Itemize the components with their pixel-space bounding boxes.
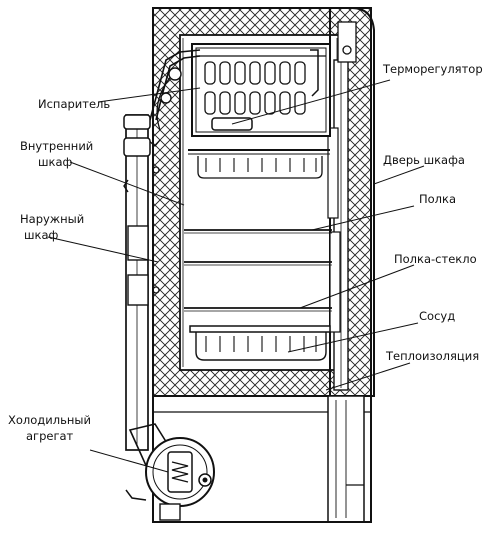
- shelf-middle: [184, 261, 332, 266]
- label-inner-cabinet-line2: шкаф: [38, 155, 73, 169]
- label-thermostat: Терморегулятор: [382, 62, 483, 76]
- leader-shelf: [311, 205, 415, 231]
- leader-cabinet-door: [373, 165, 425, 185]
- label-cooling-unit-line2: агрегат: [26, 429, 74, 443]
- vessel-crisper: [189, 325, 331, 361]
- leader-outer-cabinet: [47, 236, 159, 263]
- leader-cooling-unit: [89, 449, 169, 473]
- label-cabinet-door: Дверь шкафа: [383, 153, 465, 167]
- label-glass-shelf: Полка-стекло: [394, 252, 477, 266]
- cooling-unit: [125, 423, 215, 521]
- label-evaporator: Испаритель: [38, 97, 110, 111]
- label-shelf: Полка: [419, 192, 456, 206]
- leader-vessel: [287, 322, 419, 353]
- leader-evaporator: [97, 87, 201, 103]
- cooling-unit-tubes: [123, 114, 160, 451]
- leader-glass-shelf: [299, 264, 415, 309]
- leader-inner-cabinet: [69, 161, 185, 206]
- label-outer-cabinet-line2: шкаф: [24, 228, 59, 242]
- leader-thermostat: [231, 79, 391, 125]
- leader-lines: [47, 79, 425, 473]
- evaporator: [191, 43, 331, 137]
- label-insulation: Теплоизоляция: [385, 349, 479, 363]
- label-outer-cabinet-line1: Наружный: [20, 212, 84, 226]
- leader-insulation: [325, 362, 411, 391]
- label-vessel: Сосуд: [419, 309, 455, 323]
- labels: Испаритель Внутренний шкаф Наружный шкаф…: [8, 62, 483, 443]
- label-cooling-unit-line1: Холодильный: [8, 413, 91, 427]
- label-inner-cabinet-line1: Внутренний: [20, 139, 93, 153]
- door-hinge-top: [337, 21, 357, 63]
- evaporator-fins: [204, 61, 306, 115]
- glass-shelf: [184, 307, 332, 312]
- shelf: [184, 229, 332, 234]
- upper-shelf-basket: [188, 149, 330, 179]
